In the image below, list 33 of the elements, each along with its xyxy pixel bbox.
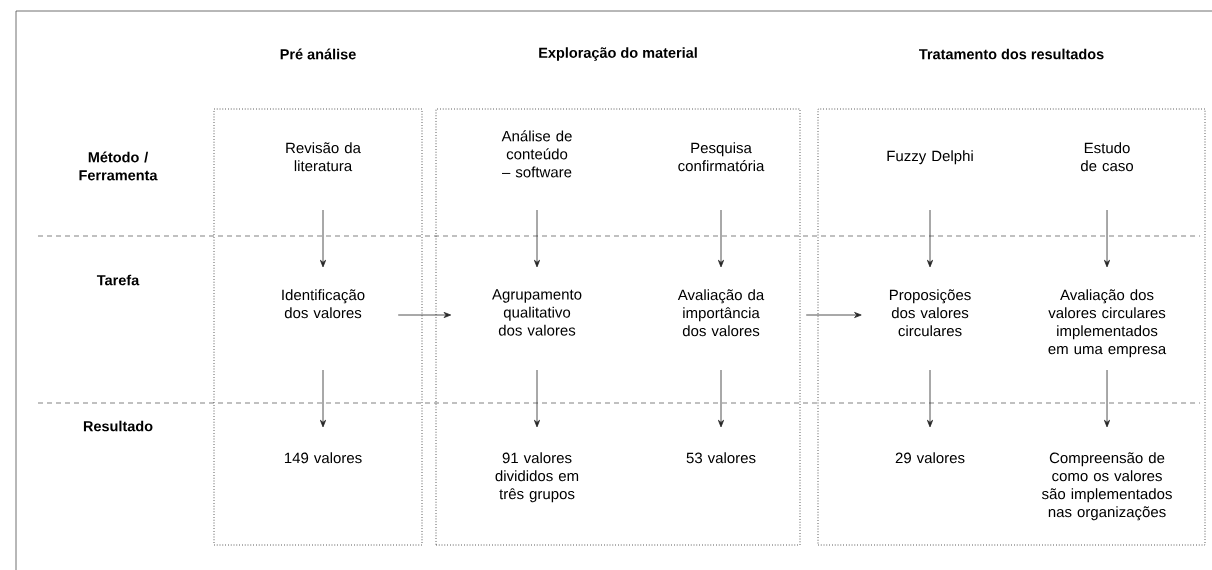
arrow — [534, 209, 540, 268]
step-text: Avaliação dos valores circulares implementados em uma empresa — [1048, 289, 1167, 358]
row-label: Tarefa — [96, 274, 140, 286]
row-label: Método / Ferramenta — [79, 151, 158, 181]
node-label: Pré análise — [280, 48, 356, 60]
step-text: Fuzzy Delphi — [887, 150, 973, 165]
step-text: Agrupamento qualitativo dos valores — [492, 289, 582, 336]
arrow — [1104, 369, 1110, 428]
arrow — [927, 369, 933, 428]
node-label: Exploração do material — [539, 47, 697, 61]
step-text: Avaliação da importância dos valores — [677, 289, 765, 337]
arrow — [320, 209, 326, 268]
arrow — [397, 312, 452, 318]
step-text: 29 valores — [895, 452, 965, 464]
arrow — [534, 369, 540, 428]
arrow — [1104, 209, 1110, 268]
arrow — [805, 312, 862, 318]
step-text: Proposições dos valores circulares — [889, 289, 971, 337]
arrow — [718, 369, 724, 428]
step-text: 53 valores — [686, 452, 756, 464]
step-text: 91 valores divididos em três grupos — [495, 452, 579, 503]
arrow — [927, 209, 933, 268]
step-text: Pesquisa confirmatória — [678, 142, 765, 172]
step-text: Compreensão de como os valores são implementados nas organizações — [1042, 452, 1172, 521]
step-text: 149 valores — [284, 452, 362, 464]
row-label: Resultado — [83, 420, 153, 432]
node-label: Tratamento dos resultados — [919, 48, 1104, 60]
step-text: Revisão da literatura — [286, 142, 361, 172]
step-text: Estudo de caso — [1080, 142, 1134, 172]
arrow — [320, 369, 326, 428]
step-text: Identificação dos valores — [282, 289, 365, 319]
arrow — [718, 209, 724, 268]
step-text: Análise de conteúdo – software — [501, 130, 572, 178]
